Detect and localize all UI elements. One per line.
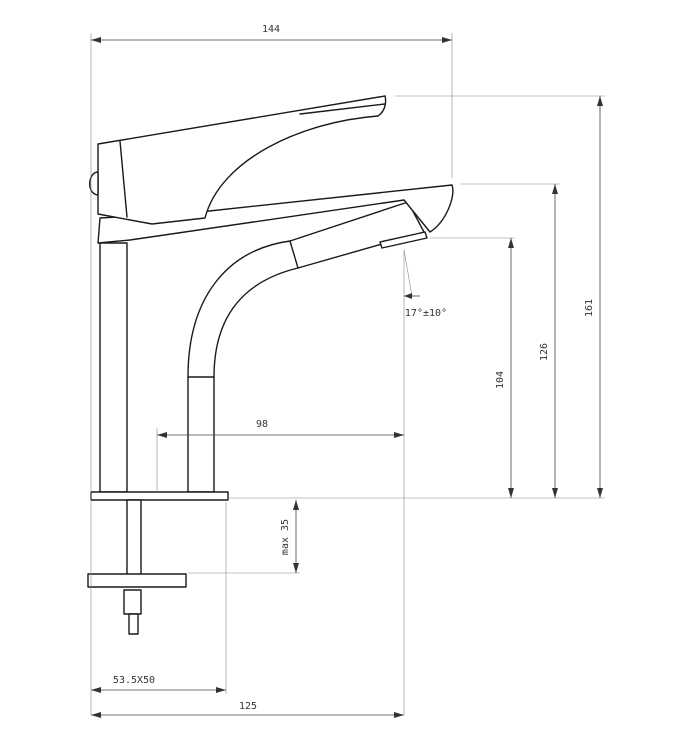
mounting-nut (123, 589, 142, 615)
label-overall-height: 161 (584, 299, 595, 317)
dimension-outlet-angle (404, 293, 420, 299)
lever-handle (97, 95, 387, 225)
label-outlet-angle: 17°±10° (405, 308, 447, 319)
label-spout-reach: 98 (256, 419, 268, 430)
base-plate (90, 491, 229, 501)
label-washer-size: 53.5X50 (113, 675, 155, 686)
faucet-head-cover (97, 184, 454, 244)
label-outlet-clearance: 104 (495, 371, 506, 389)
dimension-base-reach (91, 712, 404, 718)
dimension-washer-size (91, 687, 226, 693)
label-overall-width: 144 (262, 24, 280, 35)
label-base-reach: 125 (239, 701, 257, 712)
spout-joint-line-2 (289, 240, 299, 269)
lever-edge-line (119, 140, 128, 218)
mounting-washer (87, 573, 187, 588)
label-spout-height: 126 (539, 343, 550, 361)
rod-end (128, 613, 139, 635)
faucet-body (99, 242, 128, 493)
dimension-overall-height (597, 96, 603, 498)
faucet-outline (87, 95, 454, 635)
threaded-rod (126, 499, 142, 576)
aerator (379, 231, 428, 249)
dimension-deck-thickness (293, 500, 299, 573)
cartridge-knob (89, 171, 99, 196)
label-deck-thickness: max 35 (280, 519, 291, 555)
dimension-overall-width (91, 37, 452, 43)
dimension-spout-height (552, 184, 558, 498)
dimension-outlet-clearance (508, 238, 514, 498)
extension-lines (90, 33, 605, 715)
lever-highlight (299, 103, 386, 115)
dimension-spout-reach (157, 432, 404, 438)
